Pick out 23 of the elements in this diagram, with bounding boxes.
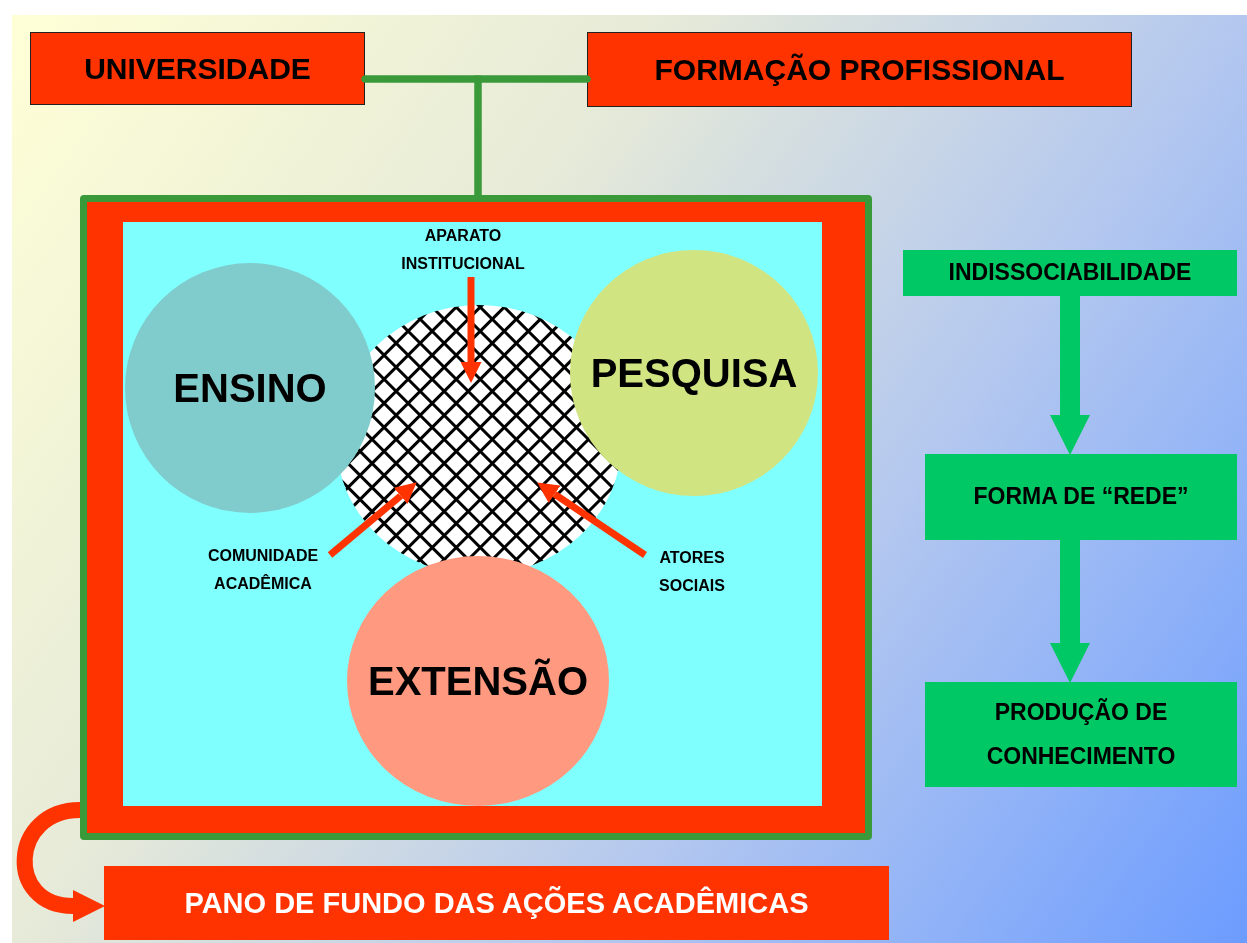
arrow [537,482,647,558]
label-box [587,32,1132,107]
node-label: EXTENSÃO [367,658,588,704]
arrow [327,482,417,558]
node-label: FORMA DE “REDE” [973,482,1189,512]
label-box [30,32,365,105]
concept-box [925,454,1237,540]
node-label: FORMAÇÃO PROFISSIONAL [654,52,1065,87]
node-label: PESQUISA [590,350,798,396]
block-arrow [1050,296,1090,455]
concept-box [925,682,1237,787]
node-label: UNIVERSIDADE [84,51,311,86]
node-label: ENSINO [173,365,327,411]
node-label: COMUNIDADE ACADÊMICA [206,546,320,594]
node-label: INDISSOCIABILIDADE [948,258,1192,288]
framed-panel [80,195,872,840]
node-label: PANO DE FUNDO DAS AÇÕES ACADÊMICAS [184,886,809,920]
node-label: PRODUÇÃO DE CONHECIMENTO [985,697,1177,771]
node-label: APARATO INSTITUCIONAL [400,226,526,274]
concept-box [903,250,1237,296]
banner-box [104,866,889,940]
node-label: ATORES SOCIAIS [658,548,726,596]
block-arrow [1050,540,1090,683]
